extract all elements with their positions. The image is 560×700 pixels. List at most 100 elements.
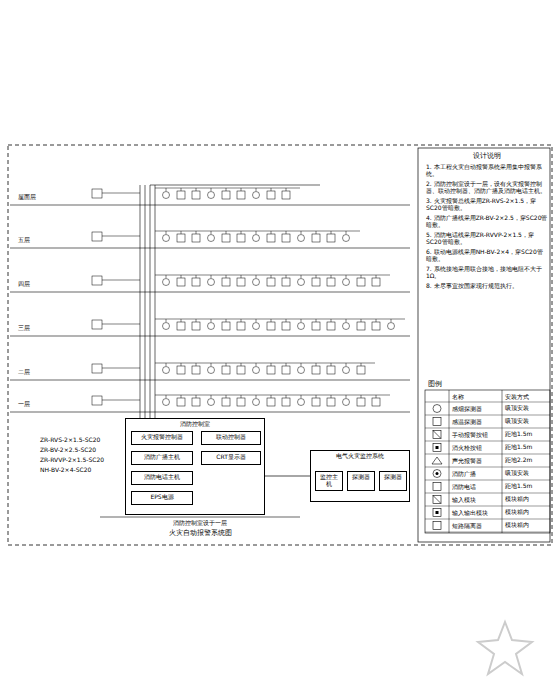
detector-symbol xyxy=(282,319,290,330)
loop-line xyxy=(155,363,375,364)
detector-symbol xyxy=(327,363,335,374)
device-box: 监控主机 xyxy=(315,471,343,491)
detector-symbol xyxy=(282,188,290,199)
note-text: 4. 消防广播线采用ZR-BV-2×2.5，穿SC20管暗敷。 xyxy=(426,214,548,229)
legend-text: 消防广播 xyxy=(452,470,476,478)
table-cell: 距地1.5m xyxy=(505,443,532,451)
floor-line xyxy=(10,205,410,206)
table-rule xyxy=(449,390,450,533)
node-label: 监控主机 xyxy=(316,472,342,488)
legend-text: 声光报警器 xyxy=(452,457,482,465)
legend-symbol xyxy=(433,483,441,491)
detector-symbol xyxy=(208,188,215,199)
table-cell: 安装方式 xyxy=(505,393,529,401)
detector-symbol xyxy=(327,231,335,242)
bus-line xyxy=(150,185,320,186)
detector-symbol xyxy=(267,188,275,199)
floor-name: 四层 xyxy=(18,280,30,288)
detector-symbol xyxy=(163,231,170,242)
node-label: EPS电源 xyxy=(132,492,192,501)
detector-symbol xyxy=(312,319,320,330)
detector-symbol xyxy=(163,319,170,330)
floor-line xyxy=(10,412,410,413)
detector-symbol xyxy=(327,395,335,406)
legend-symbol xyxy=(433,418,441,426)
device-box: CRT显示器 xyxy=(201,451,261,465)
note-text: 6. 联动电源线采用NH-BV-2×4，穿SC20管暗敷。 xyxy=(426,248,548,263)
floor-name: 屋面层 xyxy=(18,193,36,201)
cable-spec: ZR-RVS-2×1.5-SC20 xyxy=(40,436,100,444)
table-cell: 图例 xyxy=(428,380,442,389)
detector-symbol xyxy=(163,275,170,286)
detector-symbol xyxy=(177,188,185,199)
detector-symbol xyxy=(237,395,245,406)
detector-symbol xyxy=(343,275,350,286)
detector-symbol xyxy=(253,231,260,242)
table-cell: 模块箱内 xyxy=(505,508,529,516)
detector-symbol xyxy=(192,319,200,330)
floor-line xyxy=(10,248,410,249)
detector-symbol xyxy=(327,319,335,330)
detector-symbol xyxy=(192,188,200,199)
node-label: 消防广播主机 xyxy=(132,452,192,461)
table-cell: 模块箱内 xyxy=(505,521,529,529)
cable-spec: NH-BV-2×4-SC20 xyxy=(40,466,91,474)
detector-symbol xyxy=(298,231,305,242)
wire-connector xyxy=(265,476,310,477)
dashed-frame xyxy=(8,145,552,545)
detector-symbol xyxy=(298,363,305,374)
loop-line xyxy=(155,395,390,396)
floor-name: 二层 xyxy=(18,368,30,376)
detector-symbol xyxy=(177,275,185,286)
legend-symbol xyxy=(433,470,441,478)
detector-symbol xyxy=(163,188,170,199)
watermark-star xyxy=(478,622,532,674)
detector-symbol xyxy=(282,231,290,242)
detector-symbol xyxy=(177,319,185,330)
detector-symbol xyxy=(327,275,335,286)
detector-symbol xyxy=(298,395,305,406)
detector-symbol xyxy=(253,319,260,330)
detector-symbol xyxy=(177,395,185,406)
node-label: CRT显示器 xyxy=(202,452,260,461)
detector-symbol xyxy=(237,275,245,286)
detector-symbol xyxy=(357,275,365,286)
detector-symbol xyxy=(357,319,365,330)
detector-symbol xyxy=(208,363,215,374)
detector-symbol xyxy=(192,363,200,374)
terminal-box xyxy=(92,364,102,373)
terminal-box xyxy=(92,189,102,198)
loop-line xyxy=(155,188,300,189)
table-cell: 吸顶安装 xyxy=(505,417,529,425)
node-label: 联动控制器 xyxy=(202,432,260,441)
device-box: 火灾报警控制器 xyxy=(131,431,193,445)
legend-text: 手动报警按钮 xyxy=(452,431,488,439)
detector-symbol xyxy=(343,231,350,242)
detector-symbol xyxy=(222,363,230,374)
device-box: 联动控制器 xyxy=(201,431,261,445)
detector-symbol xyxy=(208,275,215,286)
legend-symbol xyxy=(433,444,441,452)
loop-line xyxy=(155,275,390,276)
floor-line xyxy=(10,292,410,293)
legend-text: 输入输出模块 xyxy=(452,509,488,517)
branch-line xyxy=(102,400,140,401)
drawing-caption: 消防控制室设于一层 xyxy=(100,519,300,527)
table-cell: 距地1.5m xyxy=(505,430,532,438)
table-cell: 名称 xyxy=(452,393,464,401)
riser-line xyxy=(155,185,156,418)
table-cell: 距地1.5m xyxy=(505,482,532,490)
floor-lines xyxy=(10,185,410,418)
table-rows xyxy=(425,402,550,532)
note-text: 3. 火灾报警总线采用ZR-RVS-2×1.5，穿SC20管暗敷。 xyxy=(426,197,548,212)
cable-spec: ZR-BV-2×2.5-SC20 xyxy=(40,446,96,454)
detector-symbol xyxy=(312,395,320,406)
legend-symbol xyxy=(433,431,441,439)
detector-symbol xyxy=(192,395,200,406)
table-rule xyxy=(425,467,550,468)
detector-symbol xyxy=(267,231,275,242)
detector-symbol xyxy=(208,231,215,242)
legend-text: 消防电话 xyxy=(452,483,476,491)
